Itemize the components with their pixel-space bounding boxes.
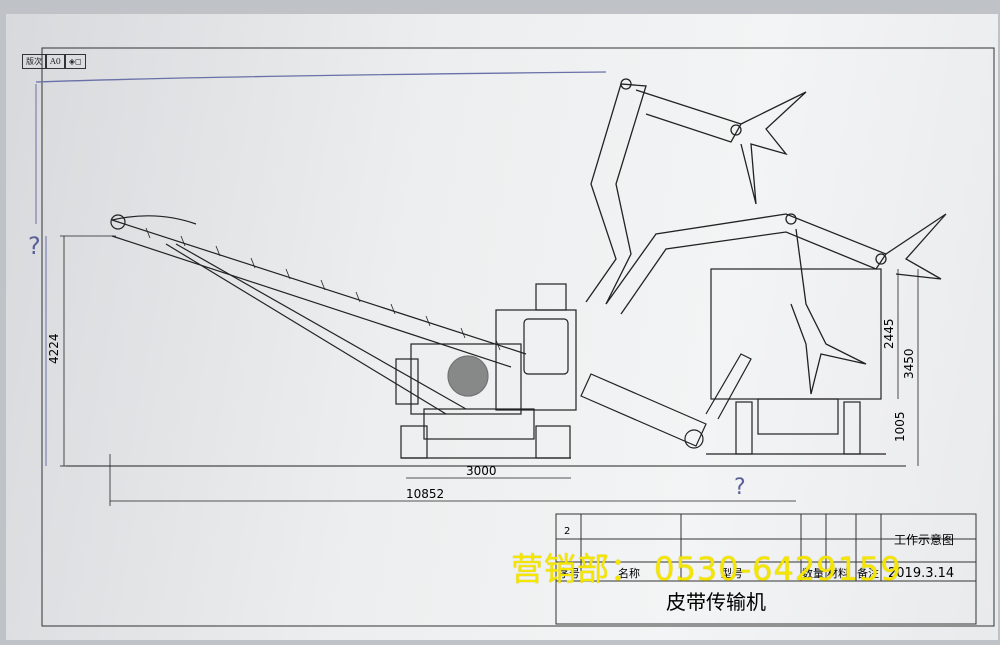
projection-symbol-icon: ◈◻ xyxy=(64,54,86,69)
drawing-canvas: 4224 ? xyxy=(28,47,995,627)
drawing-sheet: 版次 A0 ◈◻ 4224 ? xyxy=(6,14,998,640)
dim-truck-height: 3450 xyxy=(902,348,916,379)
dim-overall-label: 10852 xyxy=(406,487,444,501)
excavator-arm-raised xyxy=(585,78,807,305)
drawing-frame xyxy=(41,47,995,627)
col-material: 材料 xyxy=(827,566,849,580)
col-qty: 数量 xyxy=(802,567,824,580)
dim-truck-bed: 2445 xyxy=(882,318,896,349)
revision-label: 版次 xyxy=(22,54,46,69)
col-note: 备注 xyxy=(857,566,879,580)
dim-unknown-top: ? xyxy=(28,232,41,260)
sales-hotline-watermark: 营销部： 0530-6429159 xyxy=(511,550,902,588)
pencil-line xyxy=(35,71,607,83)
col-name: 名称 xyxy=(618,566,640,580)
revision-box: 版次 A0 ◈◻ xyxy=(22,54,86,69)
col-model: 型号 xyxy=(721,566,743,580)
truck xyxy=(706,268,886,455)
title-block xyxy=(555,513,977,625)
product-name: 皮带传输机 xyxy=(666,590,766,614)
revision-code: A0 xyxy=(46,54,65,69)
excavator-arm-extended xyxy=(605,213,947,395)
col-seq: 序号 xyxy=(558,566,580,580)
row-index: 2 xyxy=(564,526,570,537)
dim-unknown-gap: ? xyxy=(734,475,746,500)
machine-body xyxy=(395,283,577,459)
dim-truck-floor: 1005 xyxy=(893,411,907,442)
drawing-date: 2019.3.14 xyxy=(888,566,954,581)
drawing-title: 工作示意图 xyxy=(894,532,954,547)
discharge-conveyor xyxy=(580,353,752,449)
dim-tracks-label: 3000 xyxy=(466,464,497,478)
dim-height-label: 4224 xyxy=(47,333,61,364)
